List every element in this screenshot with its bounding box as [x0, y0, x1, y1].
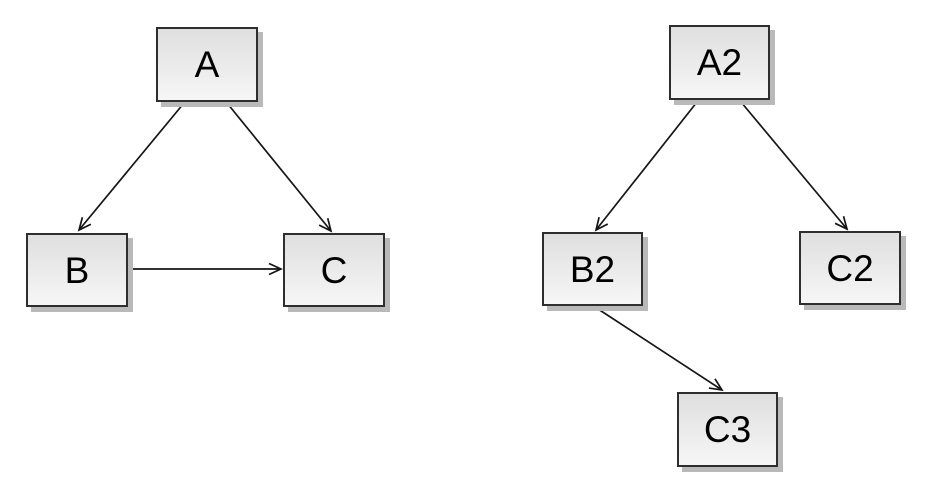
- edge-a2-b2: [596, 101, 698, 230]
- node-a2: A2: [669, 25, 770, 100]
- node-a: A: [156, 27, 258, 102]
- node-b: B: [26, 233, 128, 307]
- node-label: C: [320, 249, 348, 291]
- edge-b2-c3: [594, 306, 722, 390]
- node-label: A2: [696, 42, 743, 83]
- edge-a-b: [79, 102, 185, 230]
- node-c: C: [283, 233, 385, 307]
- node-c2: C2: [799, 231, 901, 305]
- node-label: C2: [826, 247, 874, 289]
- edge-a2-c2: [740, 101, 847, 229]
- node-label: C3: [703, 409, 752, 450]
- node-label: B2: [569, 248, 616, 290]
- node-b2: B2: [542, 232, 643, 306]
- node-label: A: [194, 44, 220, 85]
- node-label: B: [64, 249, 90, 291]
- node-c3: C3: [677, 392, 778, 467]
- edge-a-c: [226, 102, 331, 231]
